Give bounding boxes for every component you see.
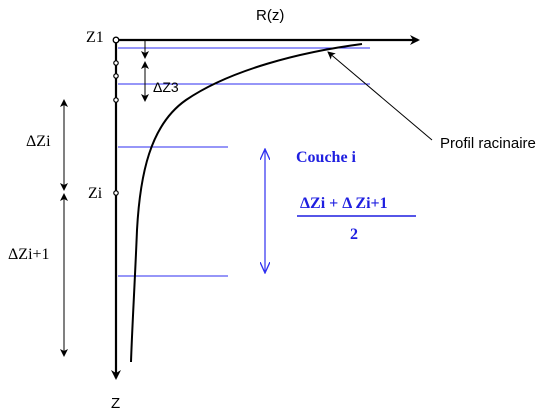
node-z1 bbox=[112, 36, 120, 44]
root-profile-curve bbox=[130, 43, 363, 363]
node-zi bbox=[113, 190, 119, 196]
node-4 bbox=[113, 97, 119, 103]
z-axis-label: Z bbox=[111, 395, 120, 412]
zi-label: Zi bbox=[88, 185, 103, 202]
node-3 bbox=[113, 73, 119, 79]
profile-label: Profil racinaire bbox=[440, 135, 536, 152]
formula-numerator: ΔZi + Δ Zi+1 bbox=[300, 195, 388, 212]
profile-pointer-arrow bbox=[327, 51, 433, 141]
node-2 bbox=[113, 60, 119, 66]
formula-denominator: 2 bbox=[350, 226, 358, 243]
z1-label: Z1 bbox=[86, 29, 104, 46]
delta-zi-plus-1-label: ΔZi+1 bbox=[8, 246, 50, 263]
r-axis-label: R(z) bbox=[256, 7, 284, 24]
delta-zi-label: ΔZi bbox=[26, 133, 51, 150]
layer-i-label: Couche i bbox=[296, 149, 357, 166]
delta-z3-label: ΔZ3 bbox=[153, 79, 179, 95]
